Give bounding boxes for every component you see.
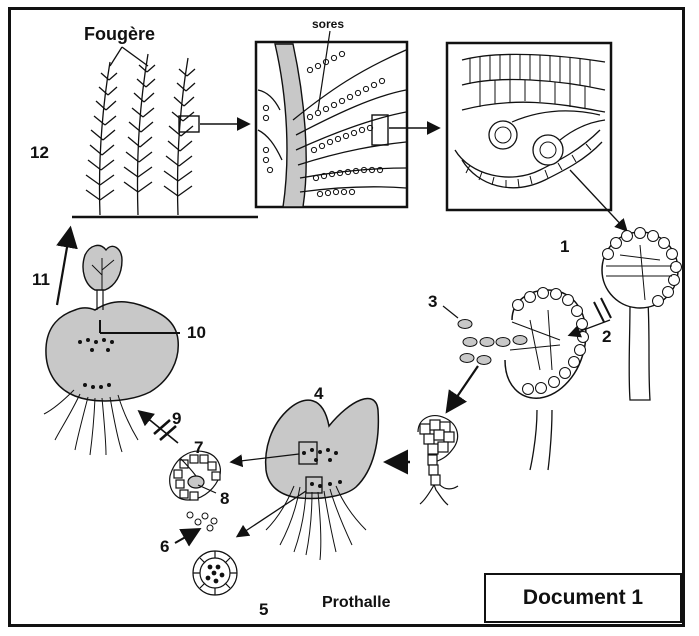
label-7: 7 (194, 438, 203, 458)
fern-plant (72, 47, 258, 217)
label-2: 2 (602, 327, 611, 347)
sporangium-closed (602, 228, 682, 401)
sporangium-opening (505, 288, 589, 471)
arrow-to-antheridium (238, 491, 306, 536)
label-4: 4 (314, 384, 323, 404)
antheridium (193, 551, 237, 595)
frond-3 (164, 58, 195, 215)
antherozoids (187, 512, 217, 531)
label-prothalle: Prothalle (322, 594, 390, 612)
leader-3 (443, 306, 458, 318)
young-sporophyte (44, 245, 178, 455)
sorus-section-panel (447, 43, 611, 210)
prothallus (266, 399, 379, 560)
arrow-spores-to-germination (448, 366, 478, 410)
label-8: 8 (220, 489, 229, 509)
document-label: Document 1 (523, 586, 643, 610)
arrow-growth-11 (57, 230, 70, 305)
label-10: 10 (187, 323, 206, 343)
meiosis-mark-2 (594, 298, 611, 322)
label-12: 12 (30, 143, 49, 163)
archegonium (170, 451, 221, 500)
label-sores: sores (312, 17, 344, 31)
germinating-spore (418, 416, 458, 505)
sperm-arrow-6 (175, 530, 198, 543)
label-9: 9 (172, 409, 181, 429)
label-11: 11 (32, 270, 50, 290)
label-3: 3 (428, 292, 437, 312)
frond-1 (86, 62, 117, 215)
label-1: 1 (560, 237, 569, 257)
label-5: 5 (259, 600, 268, 620)
label-6: 6 (160, 537, 169, 557)
frond-2 (124, 54, 155, 215)
document-label-box: Document 1 (484, 573, 682, 623)
label-fougere: Fougère (84, 24, 155, 45)
pinna-sori-panel (256, 31, 407, 207)
